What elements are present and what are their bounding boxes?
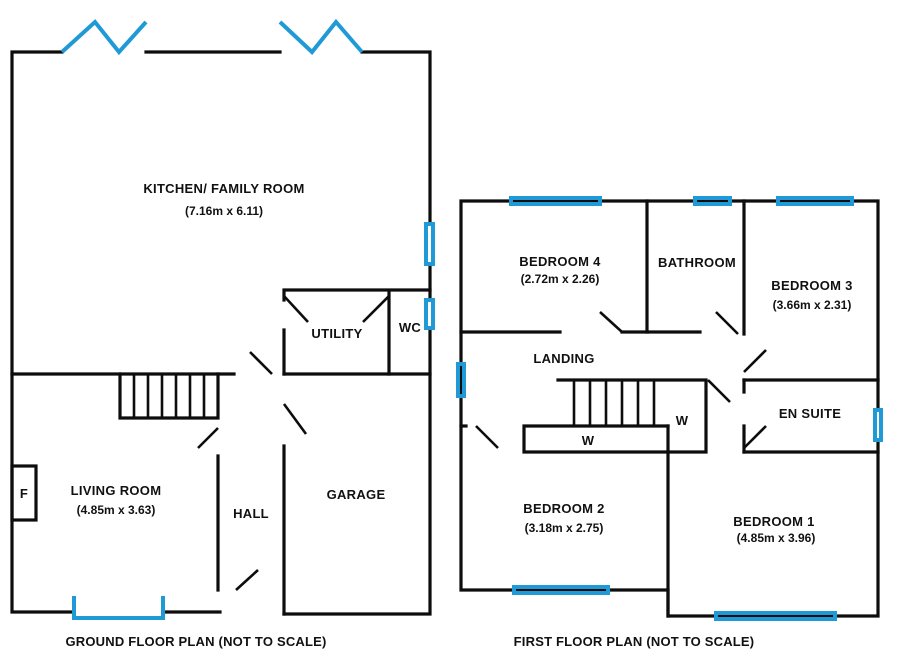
first-staircase xyxy=(522,378,708,454)
bedroom1-label: BEDROOM 1 xyxy=(733,514,814,529)
bathroom-label: BATHROOM xyxy=(658,255,736,270)
ground-floor-caption: GROUND FLOOR PLAN (NOT TO SCALE) xyxy=(65,634,326,649)
bedroom1-door-swing xyxy=(707,379,731,403)
garage-door-swing xyxy=(282,403,308,435)
hall-label: HALL xyxy=(233,506,269,521)
landing-label: LANDING xyxy=(533,351,594,366)
fireplace-label: F xyxy=(20,486,28,501)
kitchen-window xyxy=(424,222,435,266)
wardrobe-a-label: W xyxy=(582,433,595,448)
bedroom1-window xyxy=(714,611,837,621)
utility-label: UTILITY xyxy=(311,326,362,341)
ground-outer-walls xyxy=(10,50,432,616)
ensuite-label: EN SUITE xyxy=(779,406,841,421)
bathroom-window xyxy=(693,196,732,206)
bedroom3-size: (3.66m x 2.31) xyxy=(773,298,852,312)
bedroom2-size: (3.18m x 2.75) xyxy=(525,521,604,535)
bedroom2-door-swing xyxy=(475,425,499,449)
bedroom1-size: (4.85m x 3.96) xyxy=(737,531,816,545)
bedroom4-label: BEDROOM 4 xyxy=(519,254,601,269)
bedroom4-size: (2.72m x 2.26) xyxy=(521,272,600,286)
utility-walls xyxy=(282,288,432,376)
kitchen-door-swing xyxy=(249,351,273,375)
living-size: (4.85m x 3.63) xyxy=(77,503,156,517)
bedroom4-door-swing xyxy=(599,311,623,333)
ground-staircase xyxy=(118,372,220,420)
wardrobe-b-label: W xyxy=(676,413,689,428)
first-floor-plan: BEDROOM 4 (2.72m x 2.26) BATHROOM BEDROO… xyxy=(456,196,883,649)
ensuite-window xyxy=(873,408,883,442)
bifold-door-left xyxy=(60,19,148,56)
bifold-door-right xyxy=(278,18,364,55)
bedroom2-window xyxy=(512,585,610,595)
wc-label: WC xyxy=(399,320,422,335)
landing-window xyxy=(456,362,466,398)
kitchen-size: (7.16m x 6.11) xyxy=(185,204,263,218)
ensuite-door-swing xyxy=(743,425,767,449)
living-label: LIVING ROOM xyxy=(71,483,162,498)
fireplace xyxy=(10,464,38,522)
bedroom3-label: BEDROOM 3 xyxy=(771,278,852,293)
living-door-swing xyxy=(197,427,219,449)
garage-label: GARAGE xyxy=(327,487,386,502)
kitchen-label: KITCHEN/ FAMILY ROOM xyxy=(143,181,304,196)
bathroom-door-swing xyxy=(715,311,739,335)
front-door-swing xyxy=(235,569,259,591)
bedroom4-window xyxy=(509,196,602,206)
bay-window xyxy=(72,596,165,620)
utility-door-swing-left xyxy=(283,295,309,323)
bedroom3-window xyxy=(776,196,854,206)
ground-floor-plan: KITCHEN/ FAMILY ROOM (7.16m x 6.11) UTIL… xyxy=(10,18,435,649)
wc-window xyxy=(424,298,435,330)
bedroom2-label: BEDROOM 2 xyxy=(523,501,604,516)
utility-door-swing-right xyxy=(362,295,390,323)
first-floor-caption: FIRST FLOOR PLAN (NOT TO SCALE) xyxy=(514,634,755,649)
bedroom3-door-swing xyxy=(743,349,767,373)
